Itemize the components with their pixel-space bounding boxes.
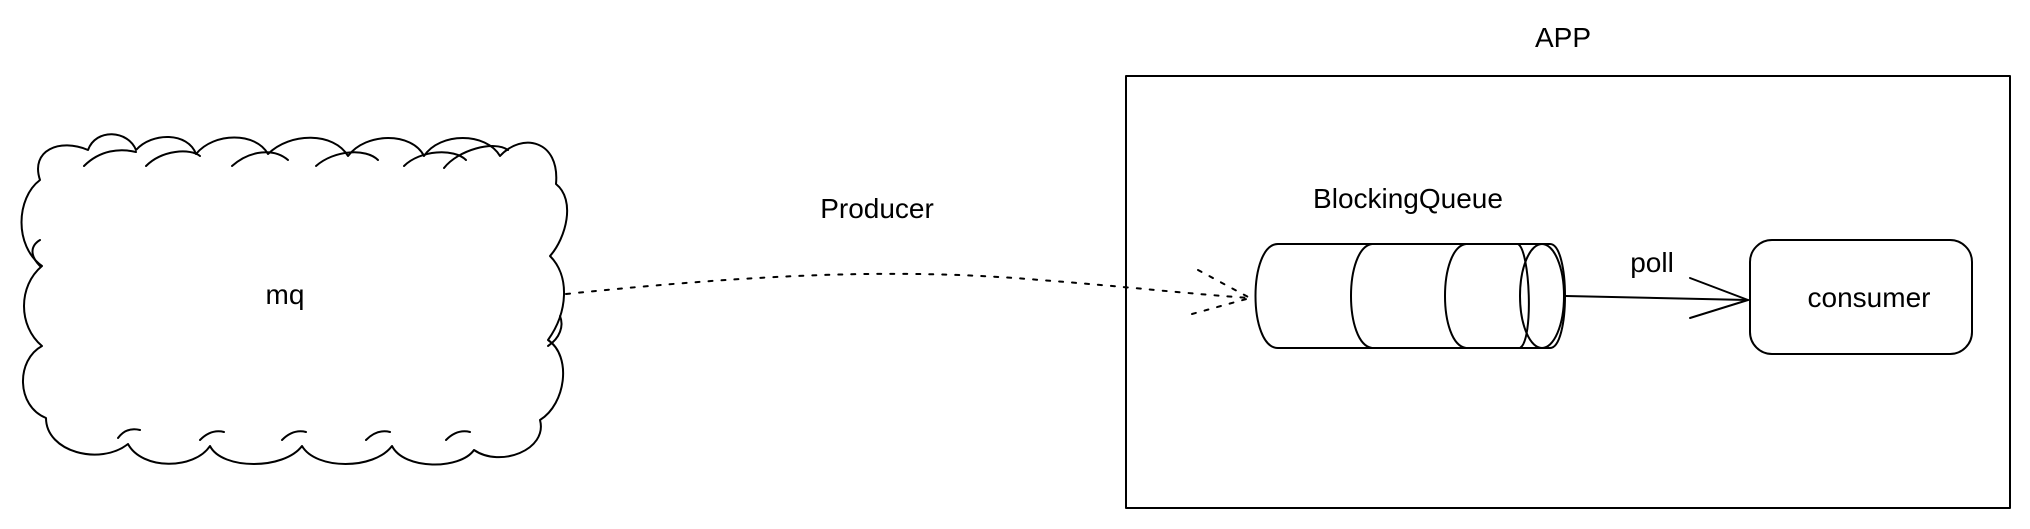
consumer-label: consumer	[1808, 282, 1931, 313]
mq-label: mq	[266, 279, 305, 310]
poll-label: poll	[1630, 247, 1674, 278]
blocking-queue-label: BlockingQueue	[1313, 183, 1503, 214]
mq-cloud[interactable]: mq	[20, 133, 569, 466]
poll-edge[interactable]: poll	[1565, 247, 1749, 319]
producer-label: Producer	[820, 193, 934, 224]
producer-edge[interactable]: Producer	[565, 193, 1251, 315]
blocking-queue[interactable]: BlockingQueue	[1254, 183, 1566, 349]
app-label: APP	[1535, 22, 1591, 53]
consumer-node[interactable]: consumer	[1749, 239, 1973, 355]
app-container[interactable]: APP	[1125, 22, 2011, 509]
